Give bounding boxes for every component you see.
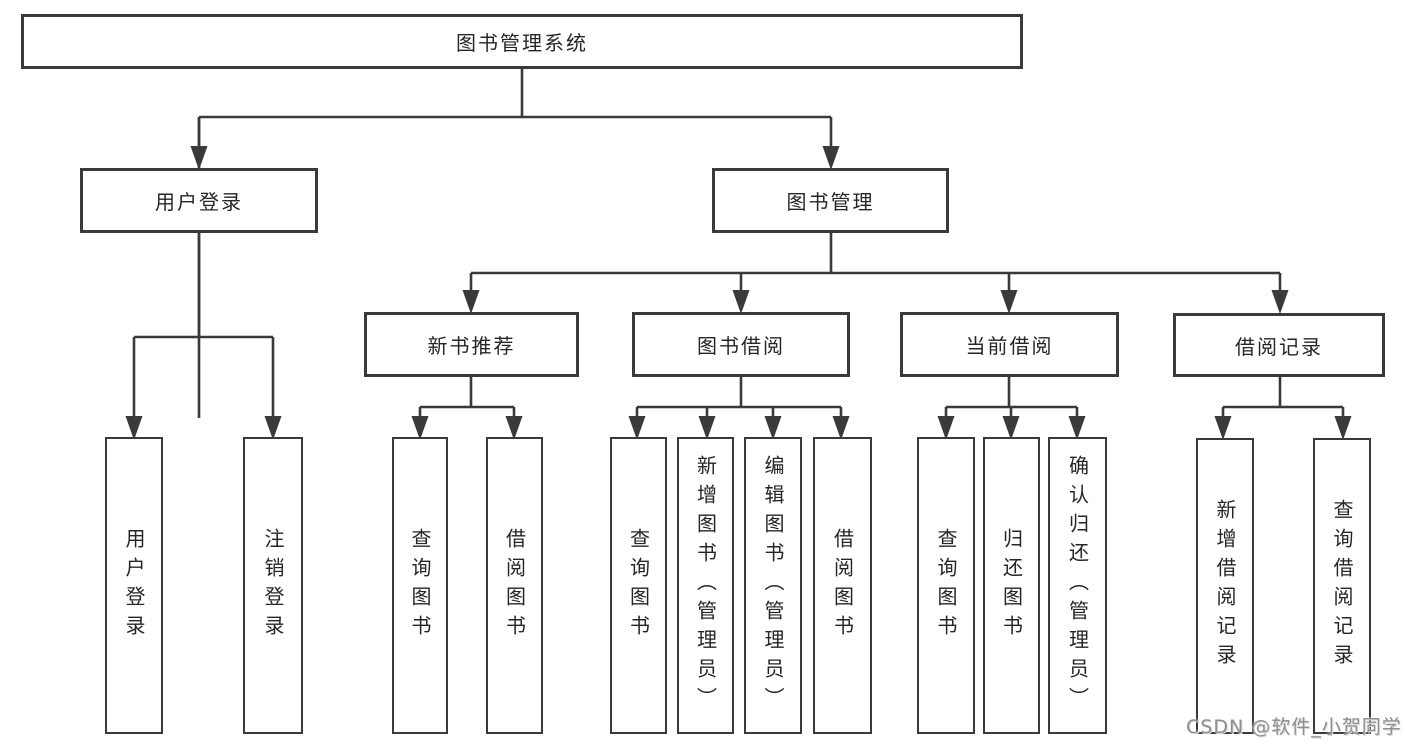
leaf-borrow-borrow-book: 借阅图书 <box>813 437 872 734</box>
edge-book-management <box>469 233 1282 296</box>
edge-current-borrow <box>944 377 1079 421</box>
edge-root <box>197 69 833 418</box>
node-book-borrow: 图书借阅 <box>632 312 850 377</box>
leaf-confirm-return-admin-label: 确认归还（管理员） <box>1065 455 1090 716</box>
edge-book-borrow <box>635 377 843 421</box>
edge-borrow-record <box>1221 377 1345 421</box>
node-current-borrow-label: 当前借阅 <box>965 334 1054 358</box>
leaf-newbook-query-book: 查询图书 <box>392 437 448 734</box>
leaf-user-login-label: 用户登录 <box>122 527 146 644</box>
node-new-book-recommend: 新书推荐 <box>364 312 579 377</box>
node-current-borrow: 当前借阅 <box>900 312 1119 377</box>
leaf-current-query-book: 查询图书 <box>917 437 975 734</box>
leaf-query-borrow-record: 查询借阅记录 <box>1313 438 1371 734</box>
leaf-newbook-borrow-book-label: 借阅图书 <box>502 527 527 644</box>
node-borrow-record: 借阅记录 <box>1173 313 1385 377</box>
leaf-newbook-query-book-label: 查询图书 <box>408 527 432 644</box>
leaf-add-borrow-record: 新增借阅记录 <box>1196 438 1254 734</box>
leaf-return-book: 归还图书 <box>983 437 1040 734</box>
leaf-user-login: 用户登录 <box>105 437 163 734</box>
leaf-logout-label: 注销登录 <box>261 527 285 644</box>
leaf-current-query-book-label: 查询图书 <box>934 527 958 644</box>
arrowheads <box>125 146 1352 440</box>
watermark: CSDN @软件_小贺同学 <box>1186 716 1402 738</box>
node-library-system: 图书管理系统 <box>21 14 1023 69</box>
node-book-management: 图书管理 <box>712 168 949 233</box>
node-user-login: 用户登录 <box>80 168 318 233</box>
leaf-borrow-borrow-book-label: 借阅图书 <box>830 527 855 644</box>
node-user-login-label: 用户登录 <box>155 190 243 214</box>
node-library-system-label: 图书管理系统 <box>456 31 588 55</box>
leaf-borrow-query-book-label: 查询图书 <box>626 527 651 644</box>
leaf-newbook-borrow-book: 借阅图书 <box>486 437 543 734</box>
node-new-book-recommend-label: 新书推荐 <box>427 334 516 358</box>
leaf-edit-book-admin: 编辑图书（管理员） <box>744 437 802 734</box>
leaf-borrow-query-book: 查询图书 <box>610 437 667 734</box>
node-borrow-record-label: 借阅记录 <box>1235 334 1323 359</box>
leaf-add-book-admin: 新增图书（管理员） <box>677 437 734 734</box>
leaf-logout: 注销登录 <box>243 437 303 734</box>
leaf-add-borrow-record-label: 新增借阅记录 <box>1213 499 1237 673</box>
leaf-query-borrow-record-label: 查询借阅记录 <box>1330 499 1354 673</box>
edge-new-book-recommend <box>418 377 516 421</box>
node-book-borrow-label: 图书借阅 <box>697 334 785 358</box>
leaf-add-book-admin-label: 新增图书（管理员） <box>693 455 718 716</box>
node-book-management-label: 图书管理 <box>786 190 875 214</box>
edge-user-login <box>132 117 275 421</box>
leaf-edit-book-admin-label: 编辑图书（管理员） <box>761 455 785 716</box>
leaf-return-book-label: 归还图书 <box>999 527 1024 644</box>
leaf-confirm-return-admin: 确认归还（管理员） <box>1048 437 1107 734</box>
